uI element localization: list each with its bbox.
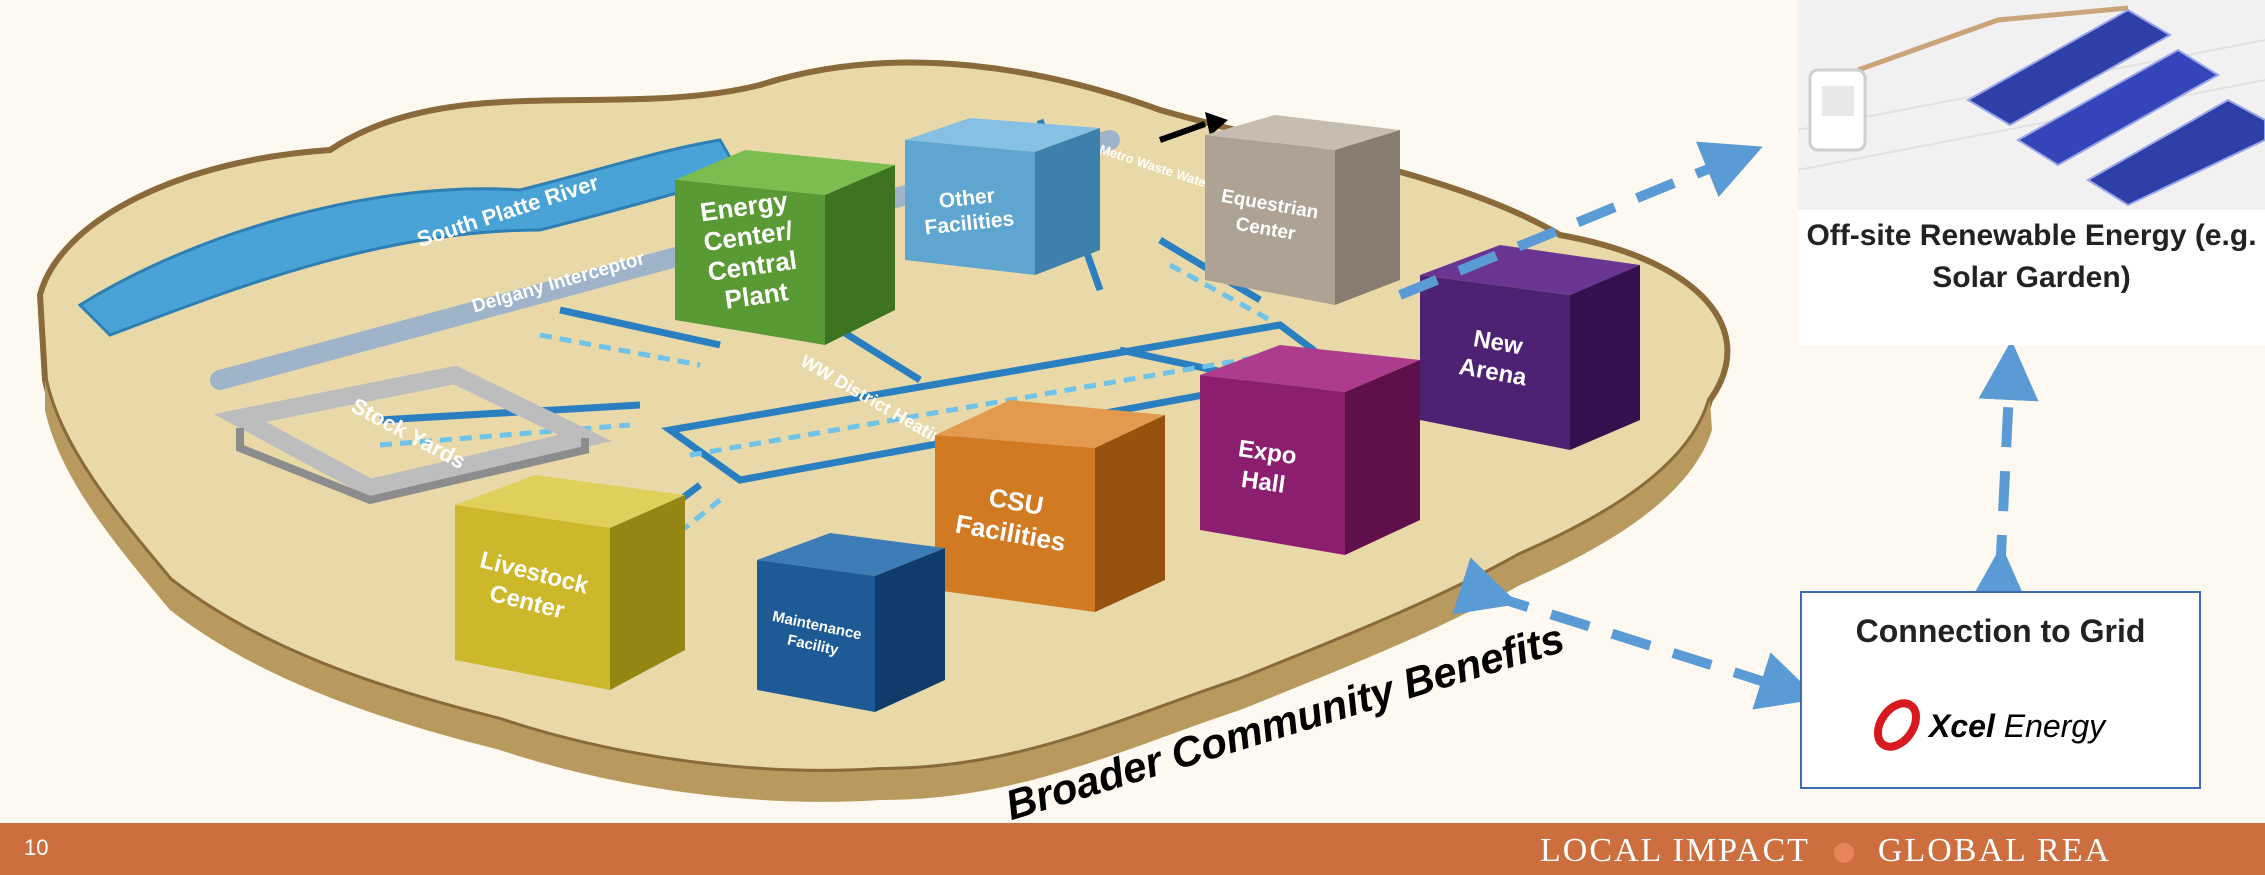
arrow-site-grid [1452,557,1819,710]
arrow-renewable-grid [1968,340,2039,607]
footer-tagline: LOCAL IMPACT GLOBAL REA [1540,832,2265,870]
grid-connection-box: Connection to Grid Xcel Energy [1800,591,2201,789]
building-maintenance-facility: MaintenanceFacility [757,533,945,712]
building-equestrian-center: EquestrianCenter [1205,115,1400,305]
wwtp-arrow-head [1205,112,1228,136]
wwtp-arrow [1158,121,1207,143]
building-other-facilities: OtherFacilities [905,118,1100,275]
building-expo-hall: ExpoHall [1200,345,1420,555]
tagline-dot [1833,843,1854,864]
footer-bar: 10 LOCAL IMPACT GLOBAL REA [0,823,2265,875]
xcel-energy-logo: Xcel Energy [1873,699,2107,751]
grid-connection-title: Connection to Grid [1855,613,2146,649]
renewable-energy-panel: Off-site Renewable Energy (e.g. Solar Ga… [1798,0,2265,345]
page-number: 10 [24,835,49,860]
connector-arrows [1398,141,2039,710]
solar-garden-image [1798,0,2265,210]
building-livestock-center: LivestockCenter [455,475,685,690]
building-energy-center: EnergyCenter/CentralPlant [675,150,895,345]
tagline-right: GLOBAL REA [1877,832,2112,869]
renewable-energy-label: Off-site Renewable Energy (e.g. Solar Ga… [1806,219,2257,294]
tagline-left: LOCAL IMPACT [1540,832,1810,869]
building-csu-facilities: CSUFacilities [935,400,1165,612]
svg-text:Xcel Energy: Xcel Energy [1927,708,2107,744]
building-new-arena: NewArena [1420,245,1640,450]
